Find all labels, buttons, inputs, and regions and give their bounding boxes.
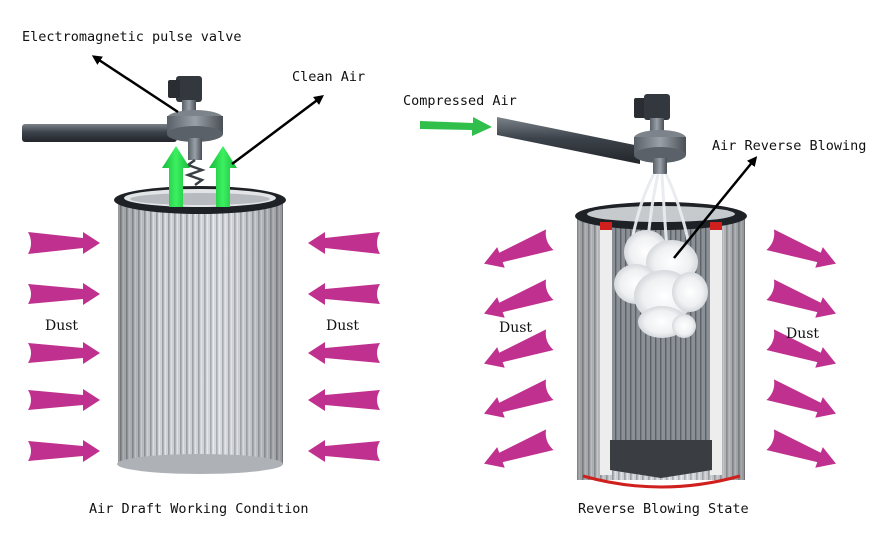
dust-label-right-b: Dust [786, 326, 820, 342]
dust-arrow-icon [484, 329, 554, 368]
dust-label-left-b: Dust [326, 318, 360, 334]
left-panel-dust-arrows [28, 232, 380, 462]
dust-arrow-icon [484, 429, 554, 468]
right-panel-dust-arrows [484, 229, 836, 468]
left-pulse-valve [167, 76, 223, 187]
pulse-valve-label: Electromagnetic pulse valve [22, 29, 242, 45]
left-panel-air-draft [22, 76, 286, 474]
red-seal-right [710, 222, 722, 230]
right-air-pipe [497, 117, 640, 164]
air-reverse-blowing-pointer [673, 156, 758, 259]
dust-arrow-icon [28, 389, 100, 411]
dust-arrow-icon [28, 232, 100, 254]
left-clean-air-arrows [162, 146, 237, 207]
caption-air-draft: Air Draft Working Condition [89, 501, 309, 517]
dust-arrow-icon [308, 283, 380, 305]
dust-arrow-icon [28, 440, 100, 462]
dust-arrow-icon [308, 232, 380, 254]
label-leader-lines [91, 55, 758, 259]
dust-arrow-icon [484, 279, 554, 318]
dust-arrow-icon [766, 279, 836, 318]
dust-arrow-icon [308, 440, 380, 462]
right-pulse-valve [634, 94, 686, 174]
air-reverse-blowing-label: Air Reverse Blowing [712, 138, 867, 154]
dust-arrow-icon [766, 229, 836, 268]
green-up-arrow-icon [209, 146, 237, 207]
left-filter-cartridge [114, 186, 286, 474]
dust-arrow-icon [484, 379, 554, 418]
compressed-air-arrow-icon [420, 117, 492, 136]
red-seal-left [600, 222, 612, 230]
green-up-arrow-icon [162, 146, 190, 207]
red-seal-bottom [582, 474, 741, 489]
air-reverse-blowing-cloud [614, 230, 708, 338]
left-air-pipe [22, 124, 177, 142]
dust-arrow-icon [28, 342, 100, 364]
clean-air-pointer [231, 95, 324, 165]
dust-arrow-icon [28, 283, 100, 305]
dust-arrow-icon [766, 429, 836, 468]
dust-arrow-icon [766, 329, 836, 368]
dust-arrow-icon [766, 379, 836, 418]
dust-label-left-a: Dust [45, 318, 79, 334]
compressed-air-label: Compressed Air [403, 93, 517, 109]
dust-arrow-icon [484, 229, 554, 268]
right-panel-reverse-blowing [420, 94, 747, 489]
pulse-valve-pointer [91, 55, 179, 114]
dust-label-right-a: Dust [499, 320, 533, 336]
dust-arrow-icon [308, 389, 380, 411]
caption-reverse-blowing: Reverse Blowing State [578, 501, 749, 517]
clean-air-label: Clean Air [292, 69, 366, 85]
dust-arrow-icon [308, 342, 380, 364]
